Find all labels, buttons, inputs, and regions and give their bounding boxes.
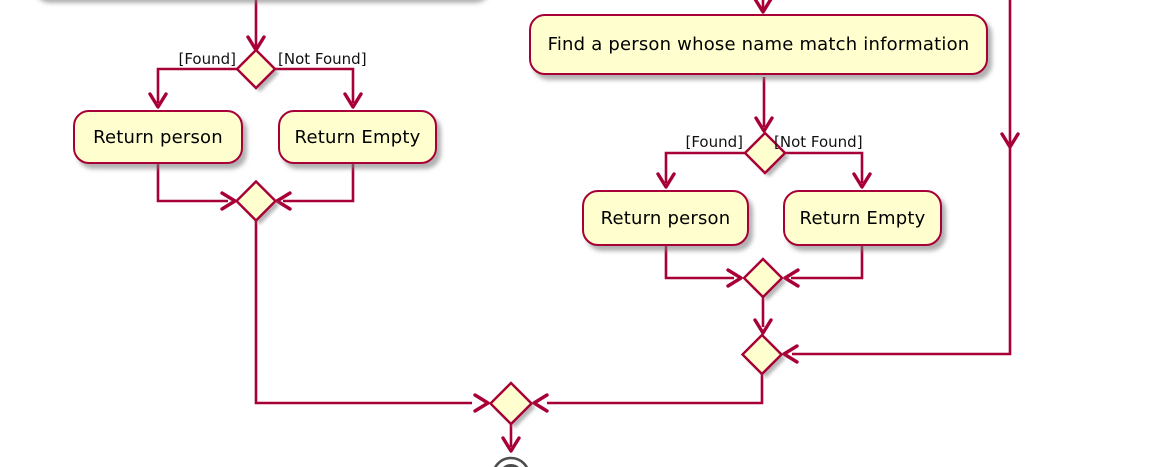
end-node-inner-dot — [503, 464, 519, 467]
activity-label: Return Empty — [799, 207, 926, 229]
arrowhead-into-left-return-person — [148, 92, 168, 109]
activity-find-person: Find a person whose name match informati… — [529, 14, 988, 75]
edge-right-decision-to-return-empty — [785, 151, 864, 183]
left-merge-diamond — [234, 179, 278, 223]
right-merge-diamond — [742, 257, 784, 299]
edge-right-return-empty-to-merge — [791, 246, 864, 280]
guard-right-found: [Found] — [685, 133, 743, 151]
activity-label: Find a person whose name match informati… — [547, 34, 970, 55]
edge-bypass-right-to-second-merge — [792, 0, 1012, 356]
edge-left-return-person-to-merge — [156, 164, 228, 203]
edge-left-merge-to-final-merge — [254, 220, 472, 405]
activity-label: Return Empty — [294, 126, 421, 148]
edge-right-decision-to-return-person — [664, 151, 745, 183]
arrowhead-final-merge-east — [532, 393, 549, 413]
guard-right-not-found: [Not Found] — [774, 133, 863, 151]
final-merge-diamond — [488, 381, 534, 426]
second-merge-diamond — [740, 333, 784, 376]
arrowhead-into-right-return-empty — [852, 172, 872, 189]
arrowhead-right-merge-west — [726, 268, 743, 288]
arrowhead-into-right-return-person — [656, 172, 676, 189]
arrowhead-into-find-person — [753, 0, 773, 14]
arrowhead-bypass-midline — [1000, 132, 1020, 149]
arrowhead-into-right-decision — [754, 116, 774, 133]
left-decision-diamond — [235, 48, 277, 90]
guard-left-not-found: [Not Found] — [278, 50, 367, 68]
edge-left-decision-to-return-empty — [275, 67, 355, 103]
activity-label: Return person — [93, 126, 223, 148]
activity-return-empty-right: Return Empty — [783, 190, 942, 246]
edge-right-return-person-to-merge — [664, 246, 734, 280]
end-node-circle — [493, 456, 529, 467]
arrowhead-second-merge-east — [782, 344, 799, 364]
activity-return-empty-left: Return Empty — [278, 110, 437, 164]
arrowhead-right-merge-east — [783, 268, 800, 288]
arrowhead-final-merge-west — [473, 393, 490, 413]
activity-return-person-left: Return person — [73, 110, 243, 164]
right-decision-diamond — [743, 131, 787, 175]
edge-second-merge-to-final-merge — [547, 373, 764, 405]
edge-left-return-empty-to-merge — [283, 164, 355, 203]
arrowhead-into-second-merge-north — [753, 318, 773, 335]
activity-return-person-right: Return person — [582, 190, 749, 246]
guard-left-found: [Found] — [178, 50, 236, 68]
arrowhead-into-left-return-empty — [343, 92, 363, 109]
arrowhead-into-end-node — [501, 436, 521, 453]
activity-label: Return person — [600, 207, 731, 229]
edge-left-decision-to-return-person — [156, 67, 237, 103]
